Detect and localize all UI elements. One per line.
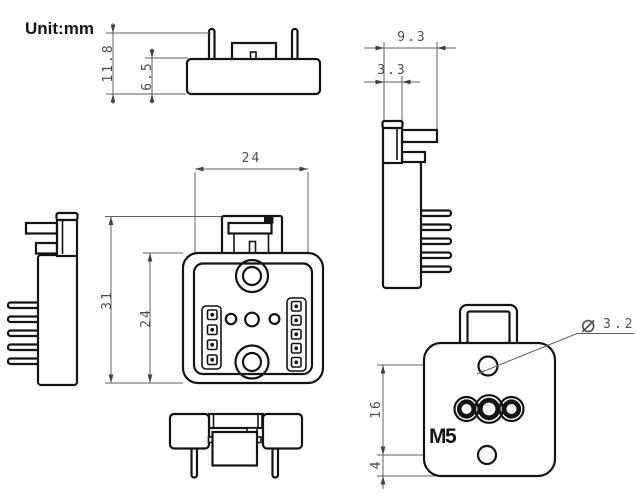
- pin-icon: [418, 223, 453, 232]
- step-upper: [400, 128, 439, 144]
- connector-pins: [418, 209, 453, 274]
- pin-icon: [418, 237, 453, 246]
- body: [36, 253, 79, 387]
- neck: [381, 125, 404, 165]
- dim-total-height: 11.8: [101, 43, 116, 82]
- tab-prong: [248, 240, 257, 255]
- left-side-view: [6, 211, 79, 387]
- dim-total-height-front: 31: [100, 290, 115, 310]
- pin-icon: [418, 265, 453, 274]
- screw-hole-bottom: [234, 344, 270, 380]
- pin-icon: [6, 329, 41, 338]
- step-lower: [400, 150, 427, 164]
- connector-pins: [190, 446, 280, 479]
- pin-icon: [6, 301, 41, 310]
- bottom-view: [168, 412, 304, 479]
- leader-line: [476, 333, 634, 375]
- body: [381, 159, 423, 290]
- dimension-lines: [105, 166, 309, 384]
- dim-depth-total: 9.3: [397, 30, 426, 45]
- dim-hole-diameter: 3.2: [603, 317, 635, 332]
- pin-icon: [6, 343, 41, 352]
- neck: [55, 217, 79, 258]
- contact-hole-left: [224, 312, 238, 326]
- flange-right: [261, 412, 304, 450]
- step-lower: [34, 241, 59, 255]
- face-view: 16 4 ⌀ 3.2 M5: [369, 303, 635, 489]
- dim-body-height: 24: [139, 308, 154, 328]
- contact-hole-right: [268, 313, 281, 326]
- dim-base-height: 6.5: [140, 61, 155, 90]
- terminal-cluster: [453, 394, 525, 424]
- terminal-block: [211, 430, 259, 467]
- mounting-hole-bottom: [476, 444, 498, 466]
- housing-inner: [192, 262, 314, 376]
- front-view: 24 31 24: [100, 151, 325, 385]
- dim-hole-spacing: 16: [369, 399, 384, 419]
- base-body: [185, 57, 322, 96]
- dim-hole-offset: 4: [369, 460, 384, 470]
- face-body: [422, 341, 557, 478]
- center-band: [207, 412, 265, 430]
- diameter-symbol: ⌀: [581, 310, 595, 338]
- pin-icon: [271, 446, 280, 479]
- dim-width: 24: [242, 151, 262, 166]
- cap: [381, 119, 404, 130]
- pin-icon: [418, 209, 453, 218]
- cap: [55, 211, 79, 222]
- side-elevation-view: 11.8 6.5: [101, 23, 322, 104]
- tab-key-block: [264, 216, 274, 224]
- connector-pins: [6, 301, 41, 366]
- terminal-column-left: [201, 305, 222, 370]
- dimension-lines: [106, 23, 211, 104]
- pin-icon: [190, 446, 199, 479]
- right-side-view: 9.3 3.3: [364, 30, 456, 290]
- pin-icon: [418, 251, 453, 260]
- dimension-lines: [364, 42, 456, 129]
- tab-slot: [227, 221, 273, 235]
- pin-icon: [6, 357, 41, 366]
- step-upper: [24, 221, 59, 235]
- dim-depth-cap: 3.3: [377, 63, 406, 78]
- connector-pins: [207, 27, 299, 65]
- contact-hole-center: [244, 311, 260, 328]
- terminal-column-right: [286, 297, 307, 372]
- thread-marking: M5: [429, 425, 457, 448]
- unit-label: Unit:mm: [25, 19, 94, 38]
- screw-hole-top: [234, 258, 270, 294]
- pin-icon: [6, 315, 41, 324]
- flange-left: [168, 412, 211, 450]
